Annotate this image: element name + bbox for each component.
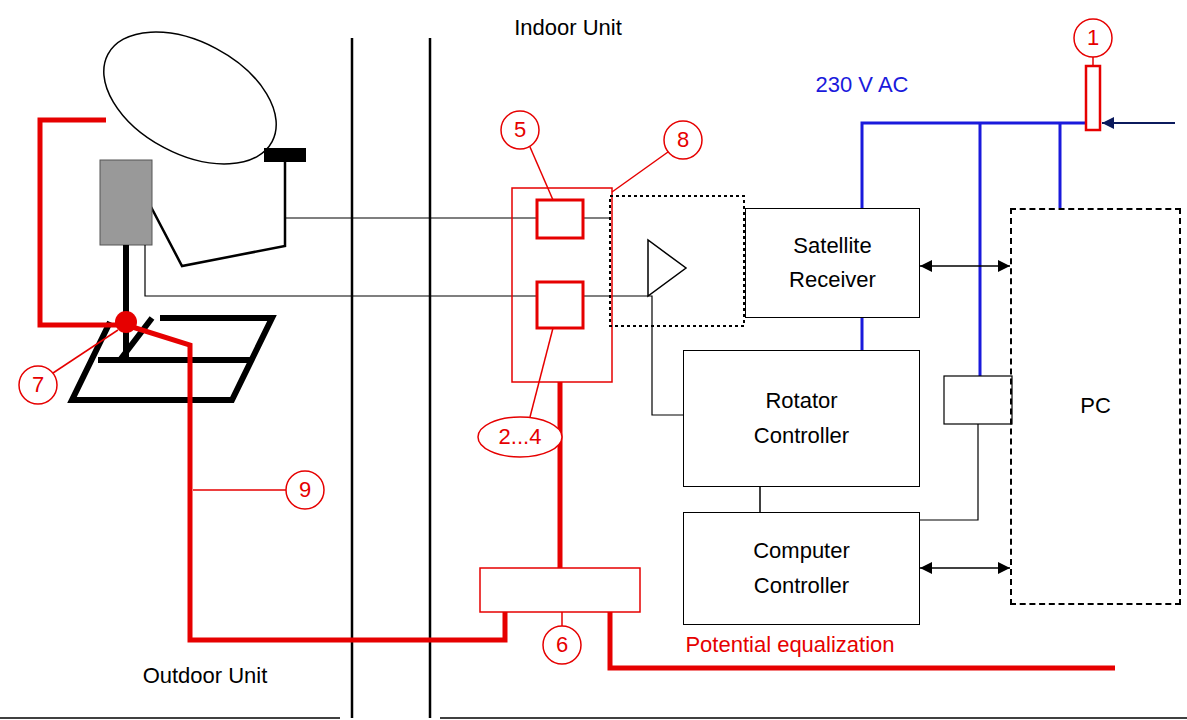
callout-ellipse [478,417,562,457]
device-label: Rotator Controller [727,384,877,452]
ground-wire [40,120,126,325]
callout-circle [543,626,581,664]
text-label: Indoor Unit [514,15,622,41]
callout-circle [1074,19,1112,57]
lnb [264,148,306,162]
device-box: Rotator Controller [683,350,920,487]
device-box: Satellite Receiver [745,208,920,318]
leader-line [1092,57,1094,66]
leader-line [193,489,286,491]
coax-ground-block [537,200,583,238]
leader-line [561,612,563,626]
power-supply-box [944,376,1012,424]
callout-circle [19,366,57,404]
device-label: Satellite Receiver [758,229,908,297]
callout-number: 6 [556,632,568,658]
callout-number: 7 [32,372,44,398]
callout-number: 2...4 [499,424,542,450]
mount-frame [72,318,272,400]
leader-line [530,147,553,200]
device-label: PC [1080,389,1111,423]
amplifier-symbol [648,240,686,296]
leader-line [53,330,118,373]
ground-wire [558,382,563,568]
callout-number: 5 [514,117,526,143]
potential-equalization-wire [610,612,1115,668]
callout-circle [664,121,702,159]
ground-line [0,717,340,719]
control-ground-block [537,282,583,328]
leader-line [530,328,553,417]
data-link-arrow [920,567,1010,569]
callout-circle [286,471,324,509]
callout-markers [19,19,1112,664]
ground-wire [126,325,505,640]
mains-input-arrow [1102,122,1175,124]
wall-line [351,38,354,718]
grounding-block-frame [512,188,612,382]
surge-protector [1086,66,1100,130]
mains-wire [862,123,1086,376]
ground-line [440,717,1187,719]
device-label: Computer Controller [727,534,877,602]
wall-line [429,38,432,718]
power-wire [920,424,978,520]
connector-line [759,487,761,512]
data-link-arrow [920,265,1010,267]
ground-clamp [115,311,137,333]
callout-number: 1 [1087,25,1099,51]
callout-number: 9 [299,477,311,503]
callout-number: 8 [677,127,689,153]
callout-circle [501,111,539,149]
callout-leaders [53,57,1093,626]
text-label: 230 V AC [816,72,909,98]
computer-box: PC [1010,208,1181,605]
text-label: Outdoor Unit [143,663,268,689]
ground-bar [480,568,640,612]
feed-arm [150,162,285,266]
control-cable [145,245,683,415]
device-box: Computer Controller [683,512,920,625]
text-label: Potential equalization [685,632,894,658]
amplifier-box [610,196,744,326]
rotator-motor [100,160,152,245]
leader-line [612,152,668,192]
